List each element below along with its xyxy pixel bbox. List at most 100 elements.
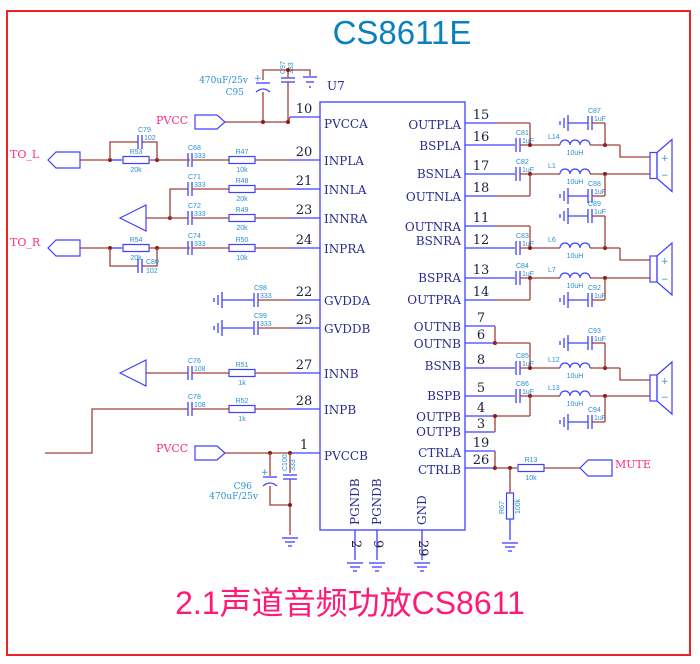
capacitor-ref: C85 bbox=[516, 353, 529, 360]
resistor-value: 20k bbox=[236, 225, 248, 232]
capacitor-ref: C92 bbox=[588, 285, 601, 292]
wire bbox=[142, 248, 158, 267]
pvcc-top-port bbox=[194, 114, 226, 130]
pin-name: BSPRA bbox=[418, 271, 461, 285]
resistor-ref: R49 bbox=[236, 207, 249, 214]
electrolytic-plate bbox=[255, 88, 271, 93]
wire bbox=[619, 248, 650, 261]
pin-number: 10 bbox=[296, 102, 313, 117]
wire bbox=[269, 486, 290, 506]
junction-dot bbox=[286, 68, 290, 72]
resistor-R48 bbox=[228, 184, 256, 194]
resistor-ref: R47 bbox=[236, 149, 249, 156]
ic-ref: U7 bbox=[327, 79, 345, 93]
capacitor-ref: C84 bbox=[516, 263, 529, 270]
pin-name: OUTPLA bbox=[408, 118, 461, 132]
to-l-port bbox=[47, 151, 81, 169]
pin-name: OUTNB bbox=[414, 320, 461, 334]
speaker-minus: − bbox=[661, 171, 669, 181]
resistor-ref: R51 bbox=[236, 362, 249, 369]
pin-name: OUTNRA bbox=[405, 220, 461, 234]
capacitor-ref: C71 bbox=[188, 174, 201, 181]
capacitor-value: 470uF/25v bbox=[209, 492, 259, 502]
junction-dot bbox=[493, 414, 497, 418]
sheet-border bbox=[6, 10, 691, 656]
pin-number: 21 bbox=[296, 174, 313, 189]
pin-name: GND bbox=[415, 495, 429, 525]
ic-u7-body bbox=[319, 101, 466, 531]
capacitor-ref: C88 bbox=[588, 181, 601, 188]
inductor-ref: L6 bbox=[548, 237, 556, 244]
junction-dot bbox=[288, 503, 292, 507]
speaker-icon bbox=[649, 255, 658, 283]
wire bbox=[142, 141, 158, 160]
wire bbox=[619, 368, 650, 381]
pvcc-bottom-label: PVCC bbox=[156, 442, 188, 455]
resistor-ref: R53 bbox=[130, 149, 143, 156]
pin-name: PVCCA bbox=[324, 117, 368, 131]
pin-name: OUTPRA bbox=[407, 293, 461, 307]
pin-number: 15 bbox=[473, 108, 490, 123]
resistor-R49 bbox=[228, 213, 256, 223]
pin-number: 11 bbox=[473, 211, 490, 226]
capacitor-value: 333 bbox=[288, 62, 295, 74]
inductor-value: 10uH bbox=[567, 253, 584, 260]
capacitor-value: 1uF bbox=[594, 336, 606, 343]
wire bbox=[109, 248, 138, 267]
input-buffer-triangle-icon bbox=[118, 359, 147, 387]
capacitor-ref: C95 bbox=[226, 88, 245, 98]
pin-number: 18 bbox=[473, 181, 490, 196]
capacitor-value: 333 bbox=[194, 211, 206, 218]
speaker-icon bbox=[649, 151, 658, 180]
resistor-ref: R50 bbox=[236, 237, 249, 244]
inductor-value: 10uH bbox=[567, 150, 584, 157]
pin-number: 2 bbox=[348, 540, 363, 548]
pin-name: CTRLB bbox=[418, 463, 461, 477]
pin-name: BSPLA bbox=[419, 139, 461, 153]
input-buffer-triangle-icon bbox=[118, 204, 147, 232]
pin-number: 4 bbox=[477, 401, 485, 416]
speaker-minus: − bbox=[661, 275, 669, 285]
capacitor-ref: C94 bbox=[588, 407, 601, 414]
capacitor-value: 1uF bbox=[522, 361, 534, 368]
resistor-value: 20k bbox=[130, 167, 142, 174]
resistor-R13 bbox=[517, 463, 545, 473]
inductor-L6 bbox=[559, 242, 591, 249]
mute-label: MUTE bbox=[615, 458, 651, 471]
junction-dot bbox=[261, 120, 265, 124]
pin-name: GVDDA bbox=[324, 294, 370, 308]
pin-number: 14 bbox=[473, 285, 490, 300]
pin-number: 12 bbox=[473, 233, 490, 248]
pin-number: 16 bbox=[473, 130, 490, 145]
capacitor-ref: C98 bbox=[254, 285, 267, 292]
capacitor-ref: C83 bbox=[516, 233, 529, 240]
capacitor-ref: C96 bbox=[234, 482, 253, 492]
resistor-value: 10k bbox=[525, 475, 537, 482]
wire bbox=[225, 116, 291, 123]
resistor-R52 bbox=[228, 404, 256, 414]
pin-name: BSPB bbox=[427, 389, 461, 403]
junction-dot bbox=[528, 246, 532, 250]
inductor-L1 bbox=[559, 168, 591, 175]
resistor-value: 10k bbox=[236, 167, 248, 174]
pin-number: 29 bbox=[415, 540, 430, 557]
resistor-ref: R67 bbox=[499, 501, 506, 514]
resistor-ref: R48 bbox=[236, 178, 249, 185]
speaker-plus: + bbox=[661, 377, 669, 387]
to-r-label: TO_R bbox=[10, 236, 41, 249]
speaker-plus: + bbox=[661, 154, 669, 164]
capacitor-ref: C93 bbox=[588, 328, 601, 335]
pin-name: INPB bbox=[324, 403, 356, 417]
pin-name: INNRA bbox=[324, 212, 368, 226]
pin-number: 25 bbox=[296, 313, 313, 328]
speaker-plus: + bbox=[661, 257, 669, 267]
speaker-minus: − bbox=[661, 393, 669, 403]
capacitor-value: 1uF bbox=[594, 209, 606, 216]
pin-number: 3 bbox=[477, 417, 485, 432]
inductor-value: 10uH bbox=[567, 401, 584, 408]
inductor-L13 bbox=[559, 390, 591, 397]
resistor-value: 1k bbox=[238, 380, 246, 387]
capacitor-value: 470uF/25v bbox=[199, 76, 249, 86]
resistor-R50 bbox=[228, 243, 256, 253]
